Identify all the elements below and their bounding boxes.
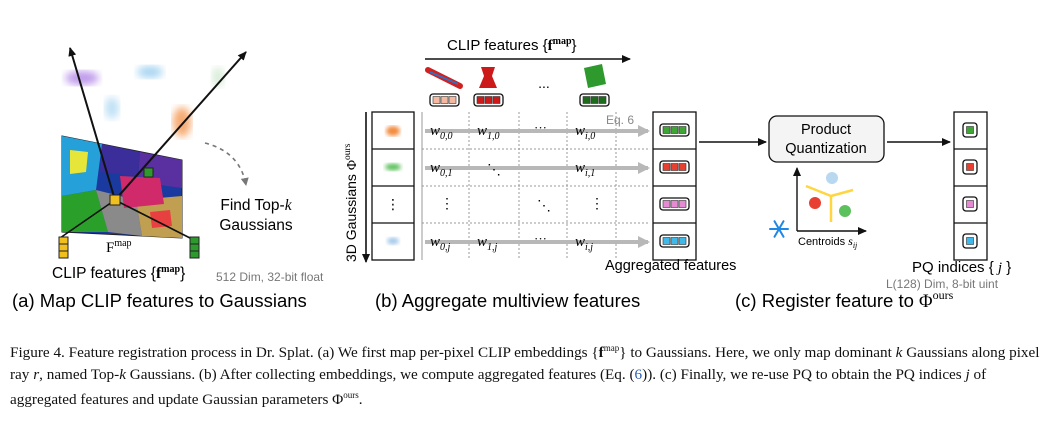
- aggregated-features-label: Aggregated features: [605, 258, 736, 274]
- pq-index-green: [962, 122, 978, 138]
- pq-indices-label: PQ indices { j }: [912, 259, 1011, 276]
- feature-icon-vase: [479, 67, 497, 88]
- svg-text:⋱: ⋱: [487, 163, 501, 178]
- fmap-image-plane: [61, 135, 183, 239]
- weights-row-j: w0,j w1,j ··· wi,j: [430, 231, 593, 253]
- snowflake-icon: [769, 220, 789, 238]
- centroid-blue: [826, 172, 838, 184]
- chip-darkgreen: [579, 93, 610, 107]
- dim-note-c: L(128) Dim, 8-bit uint: [886, 277, 999, 291]
- svg-text:w0,0: w0,0: [430, 123, 453, 142]
- find-topk-text-2: Gaussians: [219, 217, 292, 234]
- ray-arrow-2: [114, 51, 247, 201]
- figure-caption: Figure 4. Feature registration process i…: [10, 343, 1040, 409]
- centroids-label: Centroids sij: [798, 234, 858, 250]
- svg-text:···: ···: [534, 120, 547, 135]
- panel-c: Product Quantization Centroids sij: [699, 111, 1011, 312]
- ray-line-left: [59, 199, 116, 239]
- svg-text:w1,j: w1,j: [477, 234, 498, 253]
- panel-a-label: (a) Map CLIP features to Gaussians: [12, 290, 307, 311]
- figure-4-diagram: Find Top-k Gaussians Fmap CLIP features …: [12, 36, 1011, 312]
- find-topk-arrow: [204, 142, 249, 186]
- gaussian-blob-pale: [212, 67, 224, 87]
- aggregated-chip-red: [659, 160, 690, 174]
- weight-grid: [421, 112, 650, 260]
- svg-text:···: ···: [534, 231, 547, 246]
- find-topk-text: Find Top-k: [220, 197, 292, 214]
- clip-features-label-a: CLIP features {fmap}: [52, 264, 185, 282]
- gaussian-blob-lightblue: [137, 66, 163, 78]
- panel-b: CLIP features {fmap} ...: [343, 36, 736, 311]
- svg-text:w1,0: w1,0: [477, 123, 500, 142]
- product-quantization-box: [768, 115, 885, 163]
- svg-text:wi,0: wi,0: [575, 123, 595, 142]
- chip-peach: [429, 93, 460, 107]
- pq-index-pink: [962, 196, 978, 212]
- weights-row-0: w0,0 w1,0 ··· wi,0: [430, 120, 595, 142]
- centroid-plot: [793, 167, 867, 235]
- feature-icon-bike: [425, 67, 463, 89]
- icons-ellipsis: ...: [538, 75, 550, 91]
- feature-stack-yellow: [58, 236, 69, 259]
- pixel-marker-green: [143, 167, 154, 178]
- eq-label: Eq. 6: [606, 113, 634, 127]
- panel-b-label: (b) Aggregate multiview features: [375, 290, 640, 311]
- chip-red: [473, 93, 504, 107]
- dim-note-a: 512 Dim, 32-bit float: [216, 270, 324, 284]
- ray-arrow-1: [68, 47, 116, 201]
- gaussian-blob-blue: [105, 97, 119, 119]
- svg-text:wi,1: wi,1: [575, 160, 595, 179]
- svg-text:wi,j: wi,j: [575, 234, 593, 253]
- feature-stack-green: [189, 236, 200, 259]
- svg-text:w0,1: w0,1: [430, 160, 453, 179]
- axis-top-label: CLIP features {fmap}: [447, 36, 577, 54]
- fmap-label: Fmap: [106, 238, 132, 256]
- weights-row-dots: ⋮ ⋱ ⋮: [440, 197, 604, 214]
- gaussian-column: ⋮: [371, 111, 415, 261]
- aggregated-chip-cyan: [659, 234, 690, 248]
- svg-text:⋱: ⋱: [537, 199, 551, 214]
- pq-line-1: Product: [801, 122, 851, 138]
- gaussian-blob-purple: [65, 71, 99, 85]
- panel-c-label: (c) Register feature to Φours: [735, 288, 954, 312]
- centroid-green: [839, 205, 851, 217]
- weights-row-1: w0,1 ⋱ wi,1: [430, 160, 595, 179]
- panel-a: Find Top-k Gaussians Fmap CLIP features …: [12, 47, 324, 311]
- centroid-red: [809, 197, 821, 209]
- feature-icon-box: [584, 64, 606, 88]
- aggregated-chip-pink: [659, 197, 690, 211]
- svg-text:⋮: ⋮: [386, 196, 400, 212]
- aggregated-chip-green: [659, 123, 690, 137]
- svg-text:⋮: ⋮: [440, 197, 454, 212]
- svg-text:⋮: ⋮: [590, 197, 604, 212]
- eq-reference-link[interactable]: 6: [634, 365, 643, 383]
- pq-line-2: Quantization: [785, 141, 866, 157]
- axis-left-label: 3D Gaussians Φours: [343, 143, 360, 262]
- pq-index-cyan: [962, 233, 978, 249]
- pq-index-red: [962, 159, 978, 175]
- pixel-marker-yellow: [109, 194, 121, 206]
- ray-line-right: [114, 199, 191, 239]
- svg-text:w0,j: w0,j: [430, 234, 451, 253]
